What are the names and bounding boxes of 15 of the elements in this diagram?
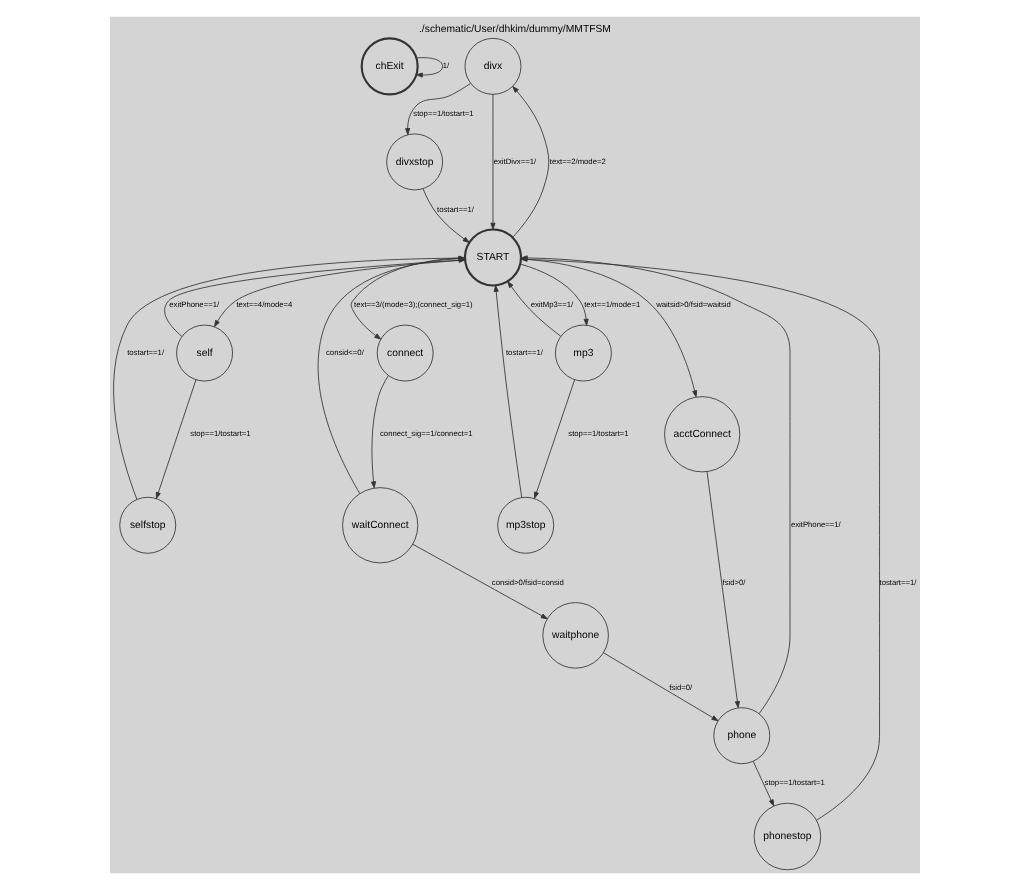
arrow [421, 188, 469, 243]
arrow [533, 379, 575, 499]
arrow [404, 83, 470, 135]
arrow [751, 760, 774, 807]
arrow [414, 57, 443, 78]
arrow [489, 93, 495, 230]
arrow [705, 471, 739, 708]
arrow [506, 281, 561, 337]
arrow [411, 543, 547, 620]
arrow [511, 86, 549, 238]
arrow [154, 379, 196, 499]
arrow [602, 652, 718, 722]
arrow [492, 285, 522, 498]
arrow [519, 263, 588, 326]
arrow [370, 375, 388, 489]
